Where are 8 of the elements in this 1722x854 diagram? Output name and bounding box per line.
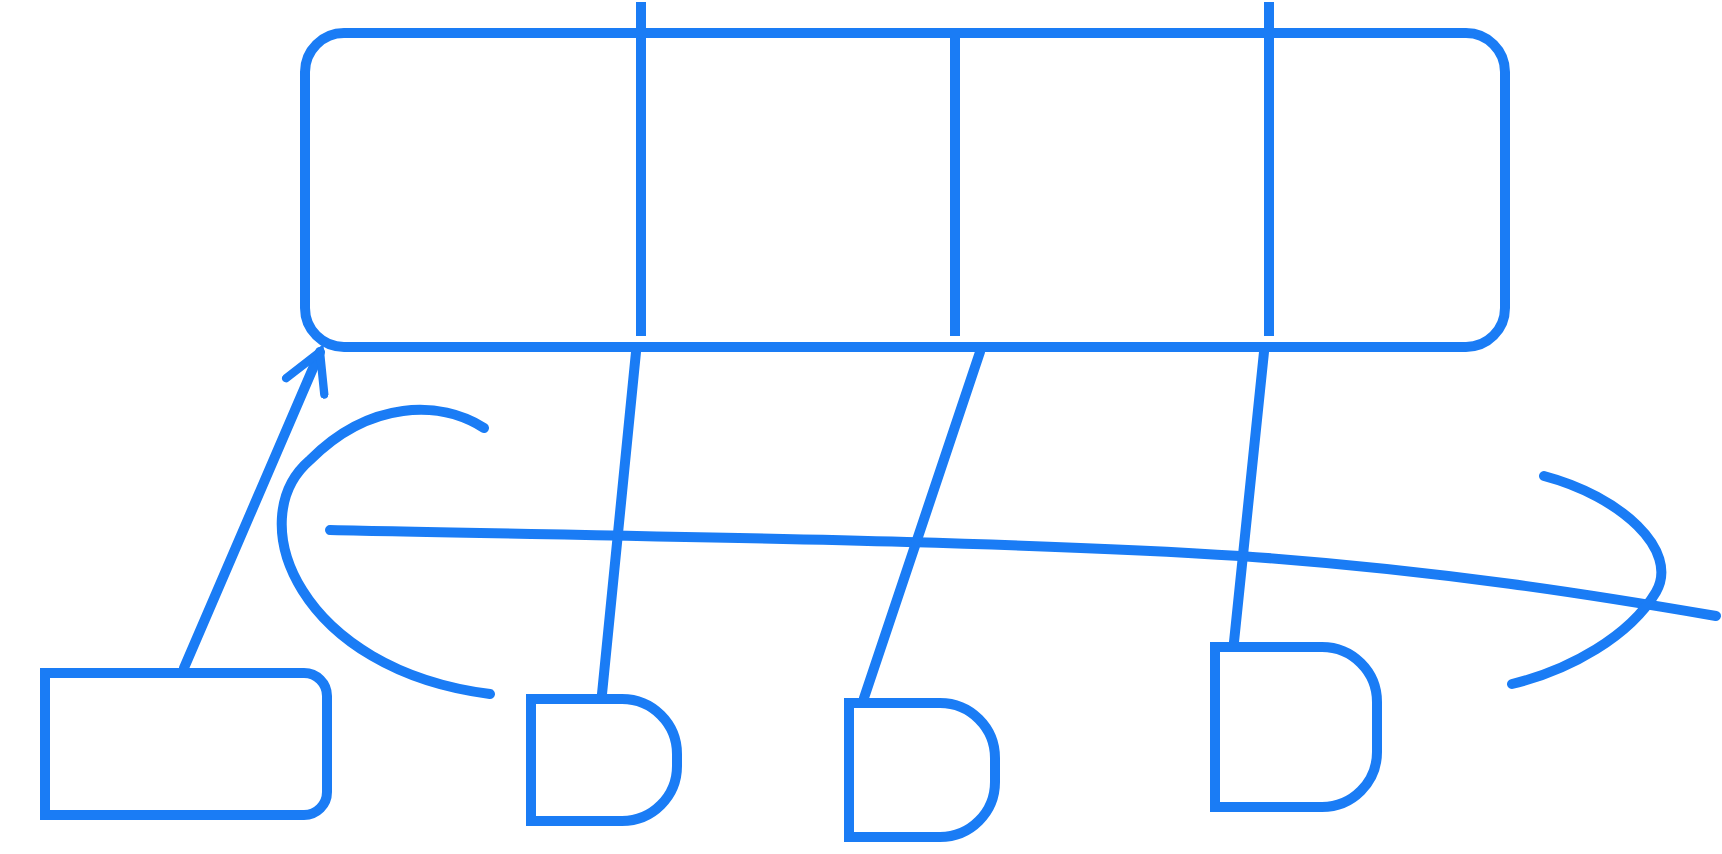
connector-line [597, 347, 641, 699]
connector-line [1229, 347, 1269, 647]
d-shape [526, 694, 682, 826]
connector-line [859, 347, 985, 703]
d-shape [1210, 642, 1382, 812]
d-shape [40, 668, 332, 820]
arrow [179, 347, 329, 673]
d-shape [844, 698, 1000, 842]
